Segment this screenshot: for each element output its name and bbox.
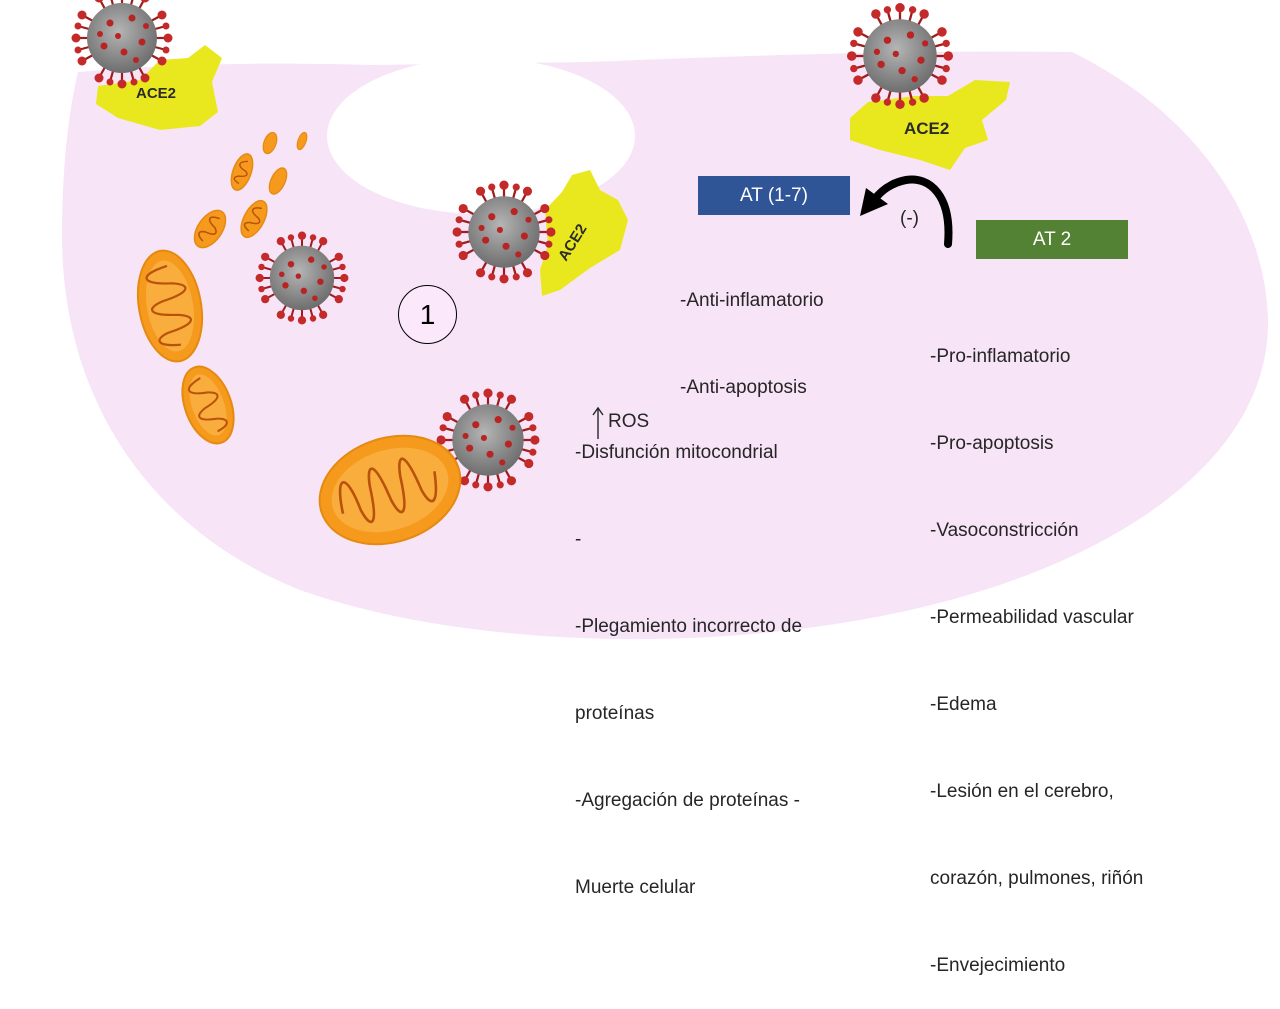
at17-box: AT (1-7) [698,176,850,215]
cell-nucleus-cavity [327,58,635,214]
at2-effect: -Envejecimiento [930,955,1066,976]
increase-arrow-icon [592,406,604,439]
at2-label: AT 2 [1032,228,1072,250]
ace2-receptor-center: ACE2 [540,170,628,296]
at2-box: AT 2 [976,220,1128,259]
at17-effect: -Anti-apoptosis [680,377,807,398]
inhibition-arrow [860,175,953,248]
ace2-label-top-right: ACE2 [904,119,949,138]
at2-effect: -Pro-inflamatorio [930,346,1071,367]
ace2-label-top-left: ACE2 [136,85,176,102]
at2-effect: -Lesión en el cerebro, [930,781,1114,802]
diagram-canvas: ACE2 ACE2 ACE2 [62,0,1269,640]
mito-effect-misfolding: -Plegamiento incorrecto de [575,616,803,637]
mito-effect-ros-prefix: - [575,529,587,550]
at17-effect: -Anti-inflamatorio [680,290,824,311]
at17-label: AT (1-7) [740,184,808,206]
ros-label: ROS [608,411,650,432]
mito-effect-aggregation: -Agregación de proteínas - [575,790,800,811]
mitochondrion-left-1 [136,249,204,363]
at2-effect: -Edema [930,694,997,715]
mitochondrion-left-2 [181,365,235,445]
mitochondrion-small-2 [240,199,268,239]
mitochondrion-small-5 [262,131,278,155]
step-number: 1 [419,298,436,330]
at2-effect: -Pro-apoptosis [930,433,1054,454]
ace2-receptor-top-left: ACE2 [96,45,222,130]
at2-effect: -Permeabilidad vascular [930,607,1134,628]
at2-effect: corazón, pulmones, riñón [930,868,1144,889]
mito-effects-list: -Disfunción mitocondrial - -Plegamiento … [575,380,802,931]
mitochondrion-small-6 [296,131,308,151]
step-number-badge: 1 [398,285,457,344]
mito-effect-misfolding-cont: proteínas [575,703,655,724]
mito-effect-dysfunction: -Disfunción mitocondrial [575,442,778,463]
negative-regulation-label: (-) [900,208,919,229]
mitochondrion-small-1 [193,209,227,249]
mitochondrion-large [318,434,462,546]
mitochondrion-small-3 [230,153,254,191]
mito-effect-cell-death: Muerte celular [575,877,696,898]
at17-effects-list: -Anti-inflamatorio -Anti-apoptosis [680,228,824,431]
mitochondrion-small-4 [268,167,288,195]
at2-effect: -Vasoconstricción [930,520,1079,541]
at2-effects-list: -Pro-inflamatorio -Pro-apoptosis -Vasoco… [930,284,1143,1009]
